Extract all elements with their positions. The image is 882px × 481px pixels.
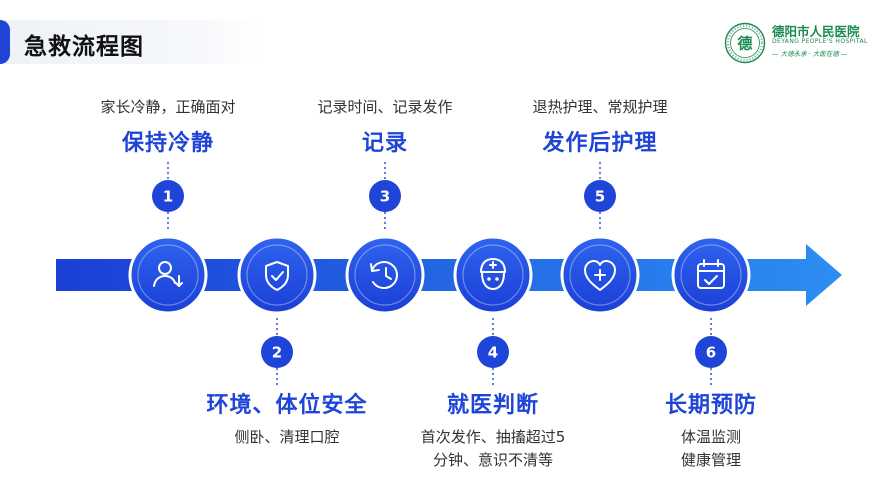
step-1-description: 家长冷静，正确面对	[100, 98, 236, 116]
calendar-check-icon	[697, 259, 725, 289]
hospital-motto: — 大德永承 · 大医在德 —	[772, 50, 848, 58]
title-accent	[0, 20, 10, 64]
step-5-heading: 发作后护理	[542, 131, 658, 156]
step-4-description: 首次发作、抽搐超过5 分钟、意识不清等	[421, 426, 566, 472]
step-6-heading: 长期预防	[664, 393, 758, 418]
step-2-description: 侧卧、清理口腔	[234, 428, 340, 446]
step-circle-1	[128, 235, 208, 315]
number-label-5: 5	[595, 188, 605, 206]
number-label-1: 1	[163, 188, 173, 206]
step-6-description-line-2: 健康管理	[680, 451, 742, 469]
hospital-name: 德阳市人民医院	[772, 24, 860, 39]
hospital-logo-icon: 德	[724, 22, 766, 64]
step-3-description: 记录时间、记录发作	[317, 98, 453, 116]
logo-character: 德	[737, 35, 752, 53]
step-4-description-line-2: 分钟、意识不清等	[432, 451, 554, 469]
heart-plus-icon	[584, 260, 616, 291]
title-bar	[0, 20, 262, 64]
step-6-description-line-1: 体温监测	[680, 428, 742, 446]
doctor-icon	[480, 258, 506, 290]
step-2-heading: 环境、体位安全	[206, 393, 368, 418]
step-4-heading: 就医判断	[446, 393, 540, 418]
step-3-heading: 记录	[361, 131, 409, 156]
number-label-3: 3	[380, 188, 390, 206]
step-5-description: 退热护理、常规护理	[532, 98, 668, 116]
number-label-4: 4	[488, 344, 498, 362]
hospital-name-english: DEYANG PEOPLE'S HOSPITAL	[772, 38, 868, 45]
step-4-description-line-1: 首次发作、抽搐超过5	[420, 428, 566, 446]
step-circle-2	[237, 235, 317, 315]
step-circles	[128, 235, 751, 315]
number-badge-3	[369, 180, 401, 212]
number-badge-1	[152, 180, 184, 212]
number-label-2: 2	[272, 344, 282, 362]
step-6-description: 体温监测 健康管理	[681, 426, 741, 472]
number-badge-5	[584, 180, 616, 212]
clock-history-icon	[370, 261, 398, 289]
person-icon	[153, 261, 183, 287]
step-circle-4	[453, 235, 533, 315]
number-label-6: 6	[706, 344, 716, 362]
number-badges	[152, 180, 727, 368]
number-badge-2	[261, 336, 293, 368]
page-title: 急救流程图	[24, 34, 144, 60]
step-circle-6	[671, 235, 751, 315]
step-1-heading: 保持冷静	[121, 131, 215, 156]
number-badge-6	[695, 336, 727, 368]
number-badge-4	[477, 336, 509, 368]
shield-check-icon	[265, 261, 289, 291]
